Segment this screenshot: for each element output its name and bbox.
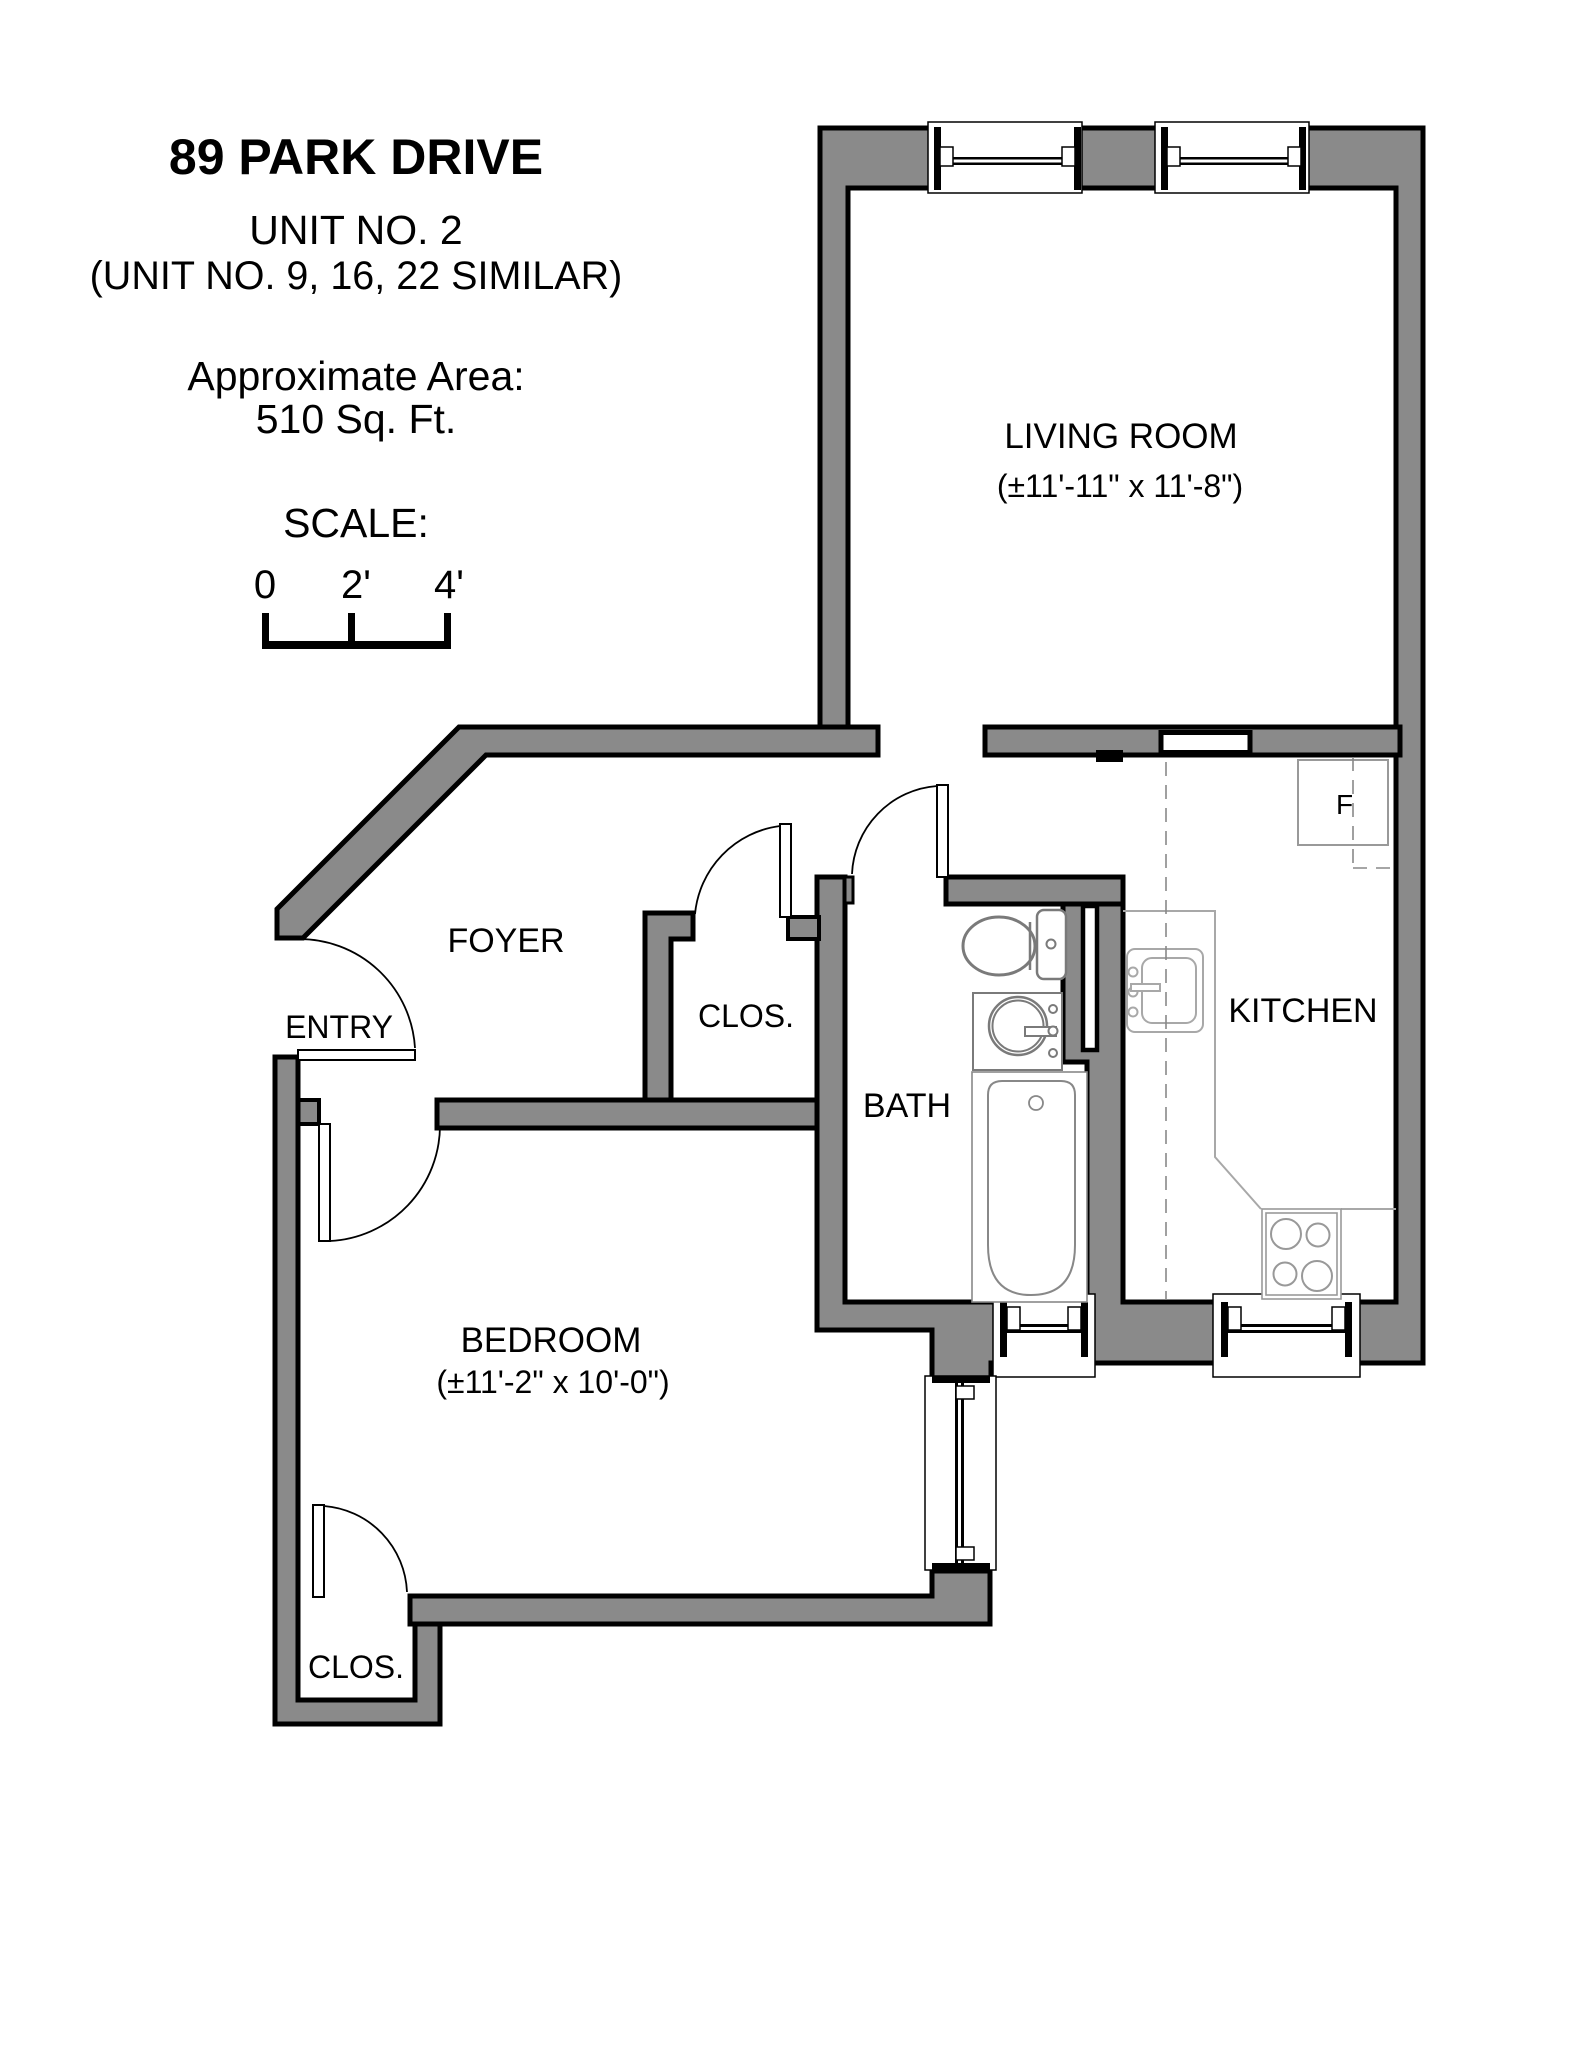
svg-text:F: F — [1336, 789, 1353, 820]
svg-text:(UNIT NO. 9, 16, 22 SIMILAR): (UNIT NO. 9, 16, 22 SIMILAR) — [90, 254, 623, 298]
svg-text:BATH: BATH — [863, 1087, 951, 1125]
svg-text:BEDROOM: BEDROOM — [461, 1321, 642, 1360]
svg-text:4': 4' — [434, 563, 464, 607]
svg-text:SCALE:: SCALE: — [283, 500, 429, 546]
svg-text:CLOS.: CLOS. — [308, 1649, 404, 1685]
svg-text:ENTRY: ENTRY — [285, 1009, 393, 1045]
svg-text:UNIT NO. 2: UNIT NO. 2 — [249, 207, 462, 253]
svg-text:(±11'-11" x 11'-8"): (±11'-11" x 11'-8") — [997, 468, 1243, 504]
svg-text:89 PARK DRIVE: 89 PARK DRIVE — [169, 129, 543, 185]
svg-text:CLOS.: CLOS. — [698, 998, 794, 1034]
svg-text:FOYER: FOYER — [447, 922, 564, 960]
svg-text:510 Sq. Ft.: 510 Sq. Ft. — [256, 396, 457, 442]
svg-text:(±11'-2" x 10'-0"): (±11'-2" x 10'-0") — [436, 1364, 669, 1400]
svg-text:LIVING ROOM: LIVING ROOM — [1004, 417, 1237, 456]
svg-text:Approximate Area:: Approximate Area: — [187, 353, 524, 399]
svg-text:0: 0 — [254, 563, 276, 607]
svg-text:2': 2' — [341, 563, 371, 607]
svg-text:KITCHEN: KITCHEN — [1228, 992, 1377, 1030]
